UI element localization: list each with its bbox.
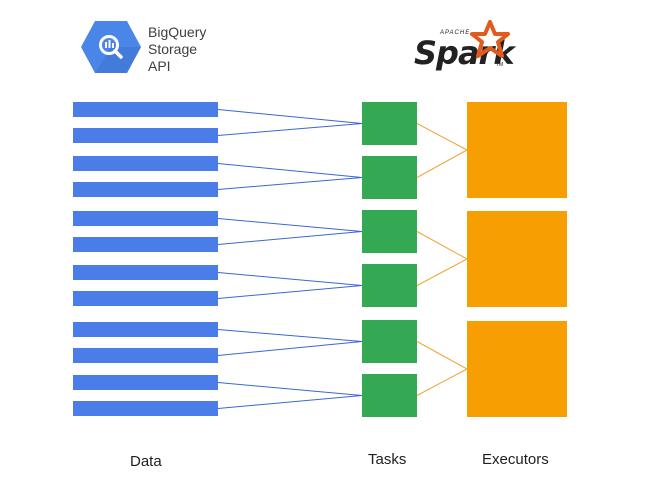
executor-box bbox=[467, 102, 567, 198]
data-to-task-connector bbox=[217, 395, 363, 409]
task-to-executor-connector bbox=[416, 231, 468, 260]
source-title-line1: BigQuery bbox=[148, 24, 207, 40]
task-box bbox=[362, 264, 417, 307]
task-box bbox=[362, 156, 417, 199]
executor-box bbox=[467, 211, 567, 307]
data-stream-bar bbox=[73, 322, 218, 337]
data-stream-bar bbox=[73, 237, 218, 252]
task-box bbox=[362, 102, 417, 145]
source-title-line2: Storage bbox=[148, 41, 198, 57]
spark-star-icon bbox=[470, 20, 510, 58]
data-to-task-connector bbox=[217, 272, 363, 286]
column-label-tasks: Tasks bbox=[368, 451, 407, 468]
bigquery-logo-icon bbox=[81, 21, 141, 73]
data-stream-bar bbox=[73, 348, 218, 363]
data-to-task-connector bbox=[217, 177, 363, 190]
executor-box bbox=[467, 321, 567, 417]
data-stream-bar bbox=[73, 401, 218, 416]
task-box bbox=[362, 320, 417, 363]
task-to-executor-connector bbox=[416, 368, 468, 396]
task-to-executor-connector bbox=[416, 258, 468, 286]
data-to-task-connector bbox=[217, 329, 363, 342]
data-stream-bar bbox=[73, 128, 218, 143]
data-to-task-connector bbox=[217, 341, 363, 356]
data-stream-bar bbox=[73, 102, 218, 117]
data-to-task-connector bbox=[217, 163, 363, 178]
data-stream-bar bbox=[73, 211, 218, 226]
data-to-task-connector bbox=[217, 231, 363, 245]
data-to-task-connector bbox=[217, 109, 363, 124]
column-label-executors: Executors bbox=[482, 451, 549, 468]
data-stream-bar bbox=[73, 291, 218, 306]
source-title: BigQuery Storage API bbox=[148, 24, 268, 75]
data-stream-bar bbox=[73, 375, 218, 390]
task-to-executor-connector bbox=[416, 341, 468, 370]
task-box bbox=[362, 374, 417, 417]
task-to-executor-connector bbox=[416, 149, 468, 178]
task-to-executor-connector bbox=[416, 123, 468, 151]
column-label-data: Data bbox=[130, 453, 162, 470]
data-to-task-connector bbox=[217, 218, 363, 232]
spark-logo-apache: APACHE bbox=[440, 30, 471, 36]
source-title-line3: API bbox=[148, 58, 171, 74]
data-to-task-connector bbox=[217, 285, 363, 299]
data-to-task-connector bbox=[217, 123, 363, 136]
data-to-task-connector bbox=[217, 382, 363, 396]
data-stream-bar bbox=[73, 265, 218, 280]
task-box bbox=[362, 210, 417, 253]
spark-logo-tm: TM bbox=[496, 62, 504, 68]
data-stream-bar bbox=[73, 156, 218, 171]
data-stream-bar bbox=[73, 182, 218, 197]
